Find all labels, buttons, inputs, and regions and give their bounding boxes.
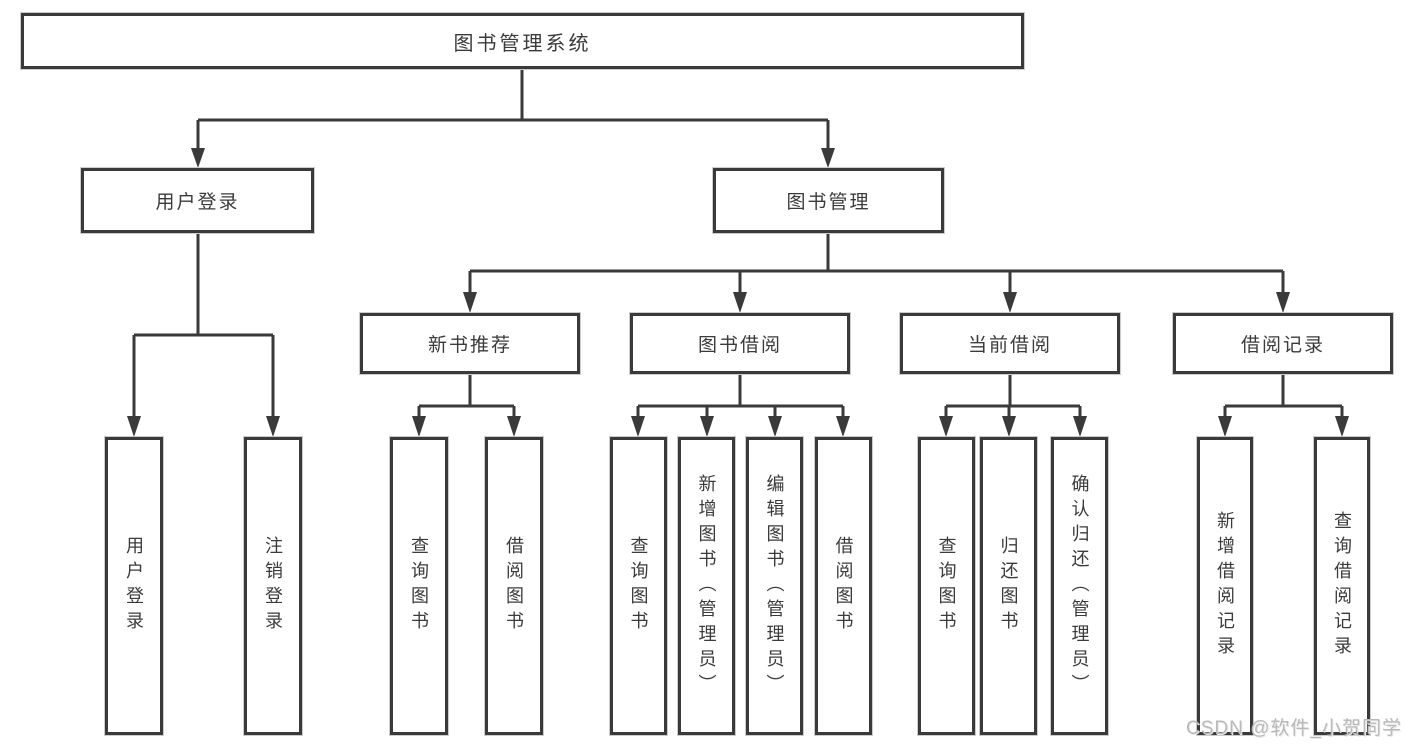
leaf-label: 查询图书 [628, 536, 649, 636]
arrow-down-icon [1073, 416, 1087, 437]
leaf-label: 新增图书（管理员） [696, 473, 717, 699]
node-library-management-system: 图书管理系统 [21, 13, 1024, 69]
arrow-down-icon [1003, 292, 1017, 313]
arrow-down-icon [1002, 416, 1016, 437]
leaf-label: 用户登录 [124, 536, 144, 636]
arrow-down-icon [939, 416, 953, 437]
leaf-query-book: 查询图书 [918, 437, 975, 735]
leaf-label: 借阅图书 [504, 536, 524, 636]
arrow-down-icon [821, 148, 835, 168]
leaf-user-login: 用户登录 [105, 437, 163, 735]
node-label: 当前借阅 [967, 335, 1052, 356]
node-label: 用户登录 [155, 192, 240, 213]
arrow-down-icon [127, 416, 141, 437]
leaf-add-book-admin: 新增图书（管理员） [678, 437, 735, 735]
leaf-label: 借阅图书 [833, 536, 854, 636]
leaf-label: 新增借阅记录 [1215, 511, 1235, 661]
leaf-label: 查询借阅记录 [1332, 511, 1352, 661]
leaf-label: 确认归还（管理员） [1069, 473, 1090, 699]
arrow-down-icon [836, 416, 850, 437]
node-label: 借阅记录 [1240, 335, 1325, 356]
node-label: 图书借阅 [697, 335, 782, 356]
leaf-label: 归还图书 [998, 536, 1019, 636]
leaf-label: 查询图书 [936, 536, 957, 636]
arrow-down-icon [700, 416, 714, 437]
node-current-borrow: 当前借阅 [900, 313, 1120, 374]
leaf-query-borrow-record: 查询借阅记录 [1314, 437, 1370, 735]
node-book-management: 图书管理 [713, 168, 944, 233]
node-book-borrow: 图书借阅 [630, 313, 850, 374]
leaf-query-book: 查询图书 [610, 437, 667, 735]
node-label: 新书推荐 [427, 335, 512, 356]
arrow-down-icon [191, 148, 205, 168]
leaf-label: 查询图书 [409, 536, 429, 636]
arrow-down-icon [1335, 416, 1349, 437]
leaf-label: 注销登录 [263, 536, 283, 636]
arrow-down-icon [1276, 292, 1290, 313]
node-borrow-record: 借阅记录 [1173, 313, 1393, 374]
leaf-logout: 注销登录 [244, 437, 302, 735]
node-new-book-recommend: 新书推荐 [360, 313, 580, 374]
leaf-return-book: 归还图书 [980, 437, 1037, 735]
node-label: 图书管理系统 [453, 32, 592, 55]
leaf-add-borrow-record: 新增借阅记录 [1197, 437, 1253, 735]
node-user-login: 用户登录 [81, 168, 314, 233]
leaf-borrow-book: 借阅图书 [485, 437, 543, 735]
node-label: 图书管理 [786, 192, 871, 213]
arrow-down-icon [412, 416, 426, 437]
arrow-down-icon [463, 292, 477, 313]
leaf-label: 编辑图书（管理员） [764, 473, 785, 699]
arrow-down-icon [768, 416, 782, 437]
watermark: CSDN @软件_小贺同学 [1186, 718, 1402, 739]
arrow-down-icon [507, 416, 521, 437]
leaf-edit-book-admin: 编辑图书（管理员） [746, 437, 803, 735]
arrow-down-icon [1218, 416, 1232, 437]
leaf-query-book: 查询图书 [390, 437, 448, 735]
leaf-borrow-book: 借阅图书 [815, 437, 872, 735]
arrow-down-icon [733, 292, 747, 313]
leaf-confirm-return-admin: 确认归还（管理员） [1051, 437, 1108, 735]
arrow-down-icon [266, 416, 280, 437]
arrow-down-icon [631, 416, 645, 437]
